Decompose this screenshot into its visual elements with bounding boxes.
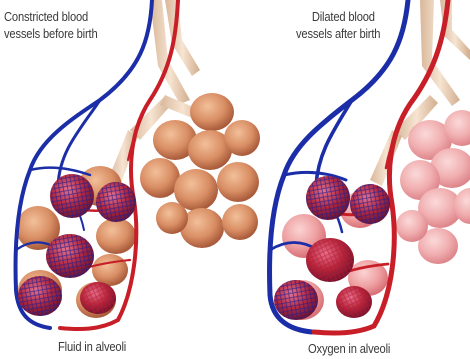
label-dilated-vessels: Dilated blood vessels after birth bbox=[296, 8, 380, 42]
label-dilated-line-2: vessels after birth bbox=[296, 25, 380, 42]
label-constricted-line-1: Constricted blood bbox=[4, 8, 98, 25]
right-panel bbox=[270, 0, 470, 333]
label-fluid-in-alveoli: Fluid in alveoli bbox=[58, 338, 126, 355]
label-oxygen-in-alveoli: Oxygen in alveoli bbox=[308, 340, 390, 357]
label-constricted-line-2: vessels before birth bbox=[4, 25, 98, 42]
left-panel bbox=[16, 0, 260, 329]
label-dilated-line-1: Dilated blood bbox=[296, 8, 380, 25]
label-constricted-vessels: Constricted blood vessels before birth bbox=[4, 8, 98, 42]
